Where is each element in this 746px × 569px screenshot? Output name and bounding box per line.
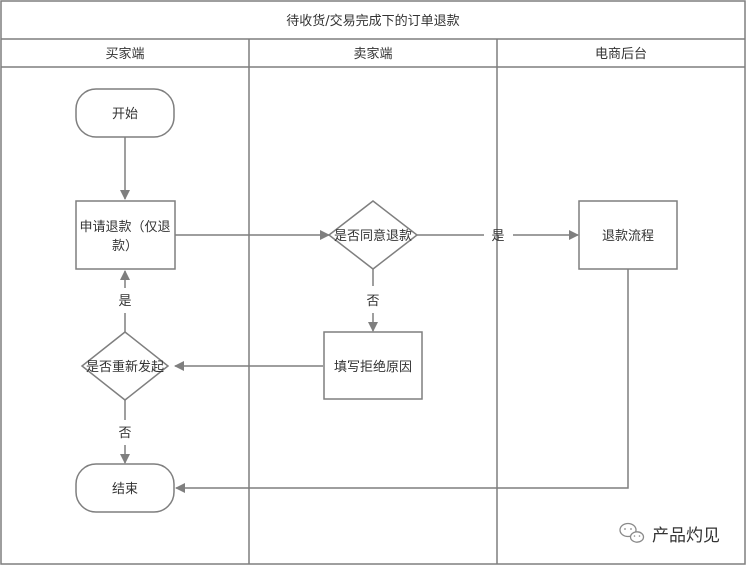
agree-refund-label: 是否同意退款 [334,228,412,244]
edge-label-reapply-no: 否 [118,426,131,441]
agree-refund-decision [327,200,419,270]
start-node-label: 开始 [112,107,138,122]
apply-refund-label-1: 申请退款（仅退 [79,220,170,235]
reject-reason-label: 填写拒绝原因 [334,359,412,375]
reapply-decision [80,331,170,401]
refund-flow-node [578,200,678,270]
edge-label-agree-no: 否 [366,294,379,309]
end-node-label: 结束 [112,482,138,497]
lane-header-seller: 卖家端 [353,46,392,62]
lane-header-buyer: 买家端 [105,46,144,62]
refund-flow-label: 退款流程 [602,229,654,244]
lane-header-platform: 电商后台 [595,47,647,62]
apply-refund-node [75,200,176,270]
watermark-text: 产品灼见 [652,526,720,546]
diagram-title: 待收货/交易完成下的订单退款 [286,13,459,29]
reapply-label: 是否重新发起 [86,359,164,375]
edge-refund-to-end [175,269,629,493]
wechat-icon [619,522,645,543]
end-node [75,463,175,513]
edge-label-agree-yes: 是 [491,229,504,244]
edge-label-reapply-yes: 是 [118,294,131,309]
reject-reason-node [323,331,423,400]
start-node [75,88,175,138]
apply-refund-label-2: 款） [112,239,138,254]
